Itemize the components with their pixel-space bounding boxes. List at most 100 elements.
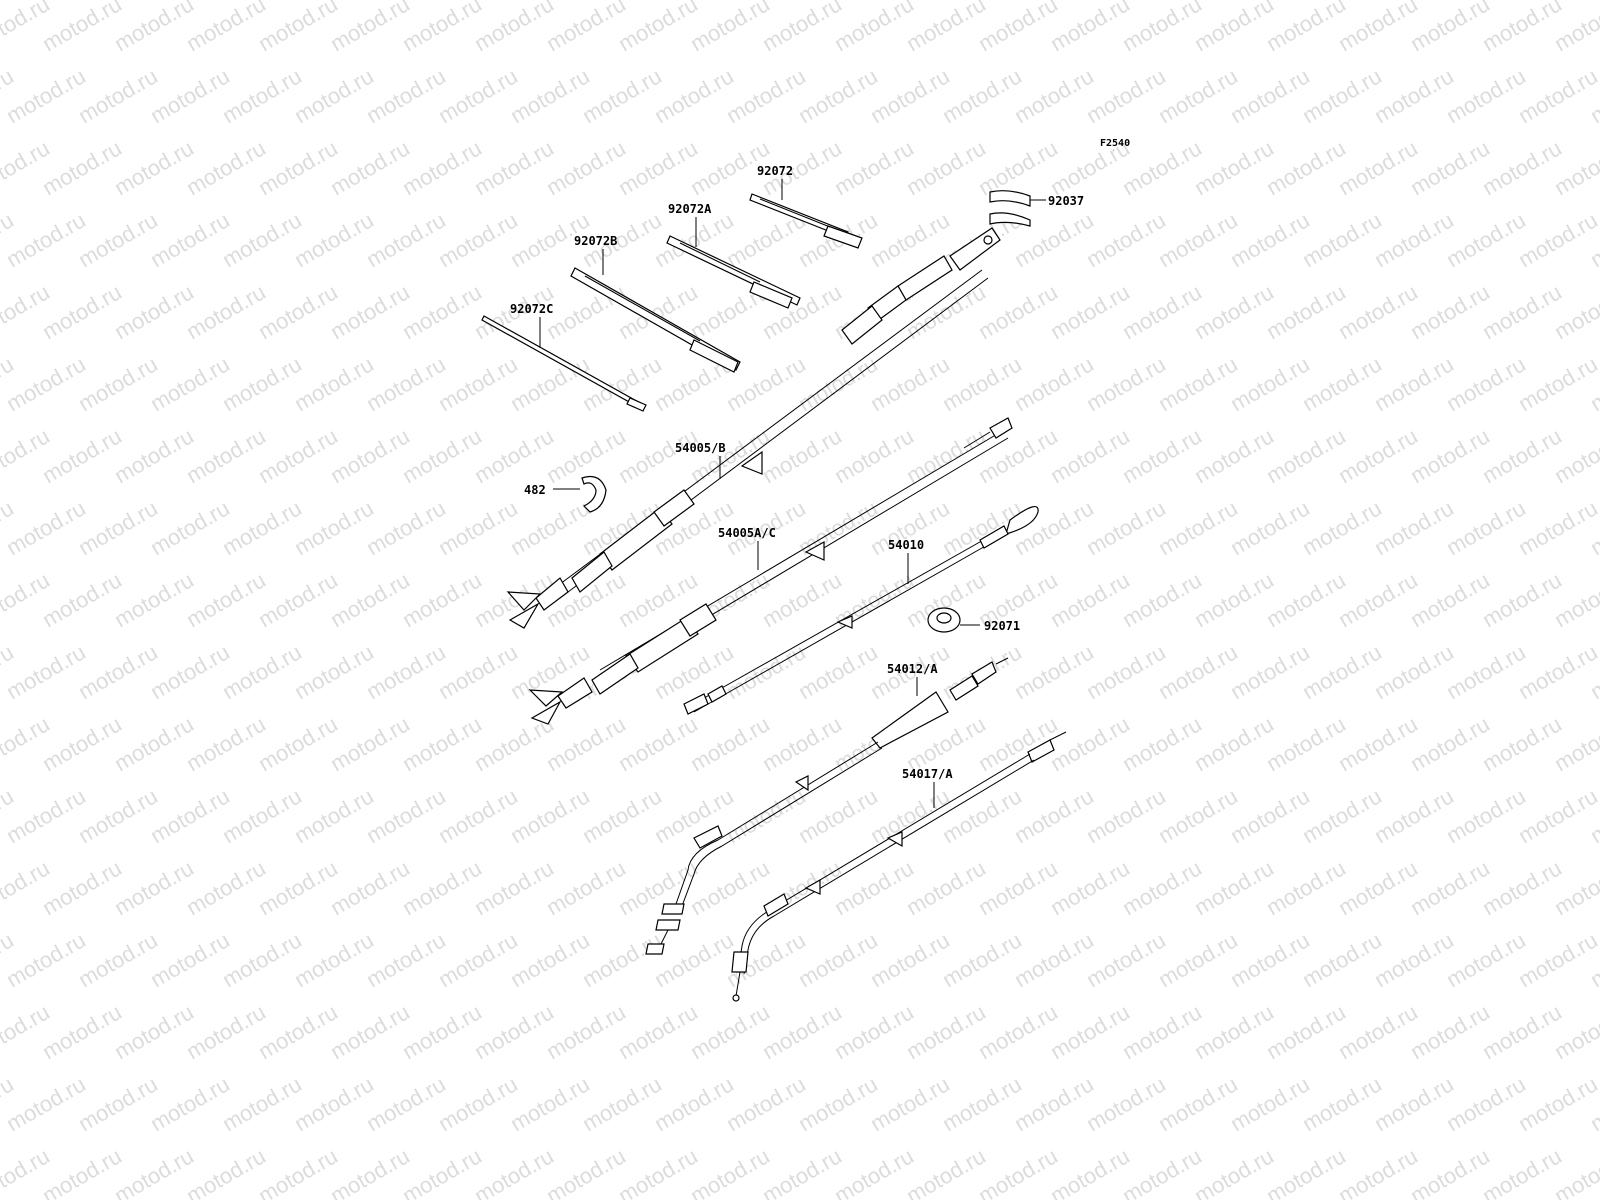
watermark-text: motod.ru <box>398 999 486 1064</box>
watermark-text: motod.ru <box>1334 711 1422 776</box>
watermark-text: motod.ru <box>1118 855 1206 920</box>
watermark-text: motod.ru <box>1442 927 1530 992</box>
watermark-text: motod.ru <box>218 1071 306 1136</box>
watermark-text: motod.ru <box>830 855 918 920</box>
cable-tie-92072[interactable] <box>749 179 863 249</box>
watermark-text: motod.ru <box>1046 423 1134 488</box>
watermark-text: motod.ru <box>146 63 234 128</box>
throttle-cable-54017A[interactable] <box>731 731 1067 1002</box>
watermark-text: motod.ru <box>758 0 846 56</box>
label-54010[interactable]: 54010 <box>888 538 924 552</box>
watermark-text: motod.ru <box>1226 639 1314 704</box>
cable-tie-92072A[interactable] <box>666 217 801 309</box>
watermark-text: motod.ru <box>2 495 90 560</box>
watermark-text: motod.ru <box>74 63 162 128</box>
label-92072B[interactable]: 92072B <box>574 234 617 248</box>
watermark-text: motod.ru <box>38 999 126 1064</box>
watermark-text: motod.ru <box>1478 711 1566 776</box>
watermark-text: motod.ru <box>1262 711 1350 776</box>
watermark-text: motod.ru <box>326 567 414 632</box>
label-482[interactable]: 482 <box>524 483 546 497</box>
watermark-text: motod.ru <box>938 63 1026 128</box>
watermark-text: motod.ru <box>1370 63 1458 128</box>
watermark-text: motod.ru <box>398 135 486 200</box>
watermark-text: motod.ru <box>1442 783 1530 848</box>
watermark-text: motod.ru <box>1118 0 1206 56</box>
label-92072C[interactable]: 92072C <box>510 302 553 316</box>
watermark-text: motod.ru <box>362 207 450 272</box>
label-54017A[interactable]: 54017/A <box>902 767 953 781</box>
watermark-text: motod.ru <box>254 567 342 632</box>
watermark-text: motod.ru <box>758 423 846 488</box>
watermark-text: motod.ru <box>1046 279 1134 344</box>
brake-cable-54005AC[interactable] <box>528 417 1013 725</box>
watermark-text: motod.ru <box>1226 1071 1314 1136</box>
watermark-text: motod.ru <box>38 279 126 344</box>
throttle-cable-54012A[interactable] <box>645 657 1009 955</box>
label-92072A[interactable]: 92072A <box>668 202 712 216</box>
watermark-text: motod.ru <box>578 783 666 848</box>
watermark-text: motod.ru <box>686 0 774 56</box>
watermark-text: motod.ru <box>146 351 234 416</box>
watermark-text: motod.ru <box>38 855 126 920</box>
watermark-text: motod.ru <box>578 1071 666 1136</box>
label-54012A[interactable]: 54012/A <box>887 662 938 676</box>
watermark-text: motod.ru <box>1118 135 1206 200</box>
label-92037[interactable]: 92037 <box>1048 194 1084 208</box>
watermark-text: motod.ru <box>1298 1071 1386 1136</box>
watermark-text: motod.ru <box>974 135 1062 200</box>
watermark-text: motod.ru <box>434 351 522 416</box>
label-54005B[interactable]: 54005/B <box>675 441 726 455</box>
watermark-text: motod.ru <box>1082 927 1170 992</box>
label-92072[interactable]: 92072 <box>757 164 793 178</box>
watermark-text: motod.ru <box>290 63 378 128</box>
watermark-text: motod.ru <box>1046 0 1134 56</box>
clamp-92037[interactable] <box>989 190 1046 227</box>
watermark-text: motod.ru <box>218 351 306 416</box>
watermark-text: motod.ru <box>434 495 522 560</box>
label-54005AC[interactable]: 54005A/C <box>718 526 776 540</box>
watermark-text: motod.ru <box>1442 1071 1530 1136</box>
watermark-text: motod.ru <box>938 783 1026 848</box>
watermark-text: motod.ru <box>254 279 342 344</box>
watermark-text: motod.ru <box>722 783 810 848</box>
grommet-92071[interactable] <box>927 607 980 633</box>
cable-tie-92072C[interactable] <box>481 315 647 412</box>
cable-tie-92072B[interactable] <box>570 249 741 373</box>
watermark-text: motod.ru <box>614 423 702 488</box>
watermark-text: motod.ru <box>974 0 1062 56</box>
watermark-text: motod.ru <box>38 423 126 488</box>
watermark-text: motod.ru <box>578 927 666 992</box>
watermark-text: motod.ru <box>2 927 90 992</box>
watermark-text: motod.ru <box>398 0 486 56</box>
watermark-text: motod.ru <box>470 999 558 1064</box>
watermark-text: motod.ru <box>218 639 306 704</box>
watermark-text: motod.ru <box>1370 207 1458 272</box>
watermark-text: motod.ru <box>758 567 846 632</box>
cable-54010[interactable] <box>683 505 1039 715</box>
watermark-text: motod.ru <box>1118 567 1206 632</box>
circlip-482[interactable] <box>553 475 607 513</box>
watermark-text: motod.ru <box>1406 423 1494 488</box>
label-92071[interactable]: 92071 <box>984 619 1020 633</box>
watermark-text: motod.ru <box>290 927 378 992</box>
watermark-text: motod.ru <box>218 63 306 128</box>
watermark-text: motod.ru <box>1082 783 1170 848</box>
watermark-text: motod.ru <box>1298 495 1386 560</box>
watermark-text: motod.ru <box>74 927 162 992</box>
watermark-text: motod.ru <box>1118 423 1206 488</box>
watermark-text: motod.ru <box>1370 351 1458 416</box>
watermark-text: motod.ru <box>182 423 270 488</box>
brake-cable-54005B[interactable] <box>506 227 1001 629</box>
watermark-text: motod.ru <box>1118 279 1206 344</box>
watermark-text: motod.ru <box>578 351 666 416</box>
watermark-text: motod.ru <box>542 135 630 200</box>
watermark-text: motod.ru <box>866 927 954 992</box>
watermark-text: motod.ru <box>794 927 882 992</box>
watermark-text: motod.ru <box>2 63 90 128</box>
watermark-text: motod.ru <box>902 135 990 200</box>
watermark-text: motod.ru <box>1442 351 1530 416</box>
watermark-text: motod.ru <box>362 351 450 416</box>
watermark-text: motod.ru <box>38 135 126 200</box>
watermark-text: motod.ru <box>74 207 162 272</box>
